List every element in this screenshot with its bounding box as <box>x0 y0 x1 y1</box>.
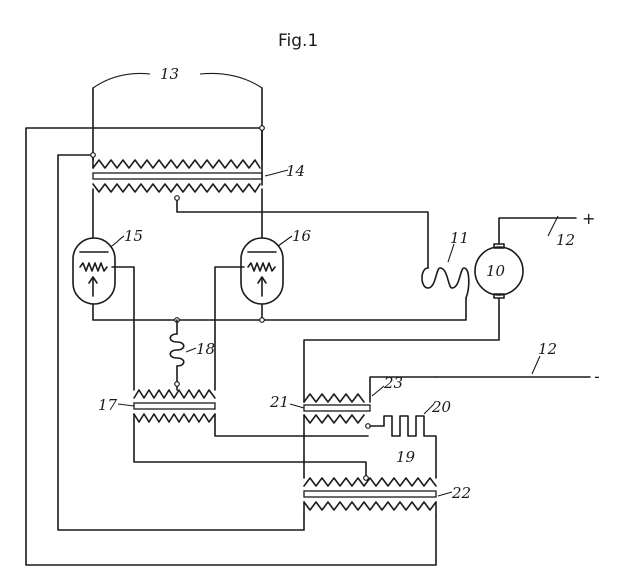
label-20: 20 <box>431 398 452 416</box>
label-17: 17 <box>98 396 118 414</box>
cathode-bus <box>167 297 467 323</box>
label-10: 10 <box>486 262 506 280</box>
label-19: 19 <box>396 448 416 466</box>
minus-sign: - <box>594 367 600 386</box>
label-15: 15 <box>124 227 143 245</box>
figure-title: Fig.1 <box>278 31 318 51</box>
label-23: 23 <box>383 374 403 392</box>
leader-lines <box>109 169 559 497</box>
label-21: 21 <box>269 393 289 411</box>
tube-15 <box>72 237 169 391</box>
transformer-22 <box>303 414 437 516</box>
tube-16 <box>214 237 284 391</box>
label-16: 16 <box>292 227 312 245</box>
transformer-17 <box>133 389 369 479</box>
transformer-14 <box>92 159 263 193</box>
label-22: 22 <box>451 484 471 502</box>
label-14: 14 <box>286 162 305 180</box>
anode-wiring <box>92 188 263 239</box>
transformer-21-23 <box>303 376 437 429</box>
label-13: 13 <box>160 65 179 83</box>
label-11: 11 <box>450 229 469 247</box>
label-12-bottom: 12 <box>538 340 557 358</box>
supply-lines-13 <box>92 72 263 161</box>
field-winding-11 <box>421 267 470 299</box>
resistor-20 <box>369 415 437 479</box>
resistor-18 <box>169 319 185 391</box>
label-12-top: 12 <box>556 231 575 249</box>
center-tap-wiring <box>174 195 429 269</box>
armature-10 <box>303 217 577 403</box>
plus-sign: + <box>582 209 595 228</box>
outer-wiring <box>25 125 437 566</box>
label-18: 18 <box>196 340 215 358</box>
